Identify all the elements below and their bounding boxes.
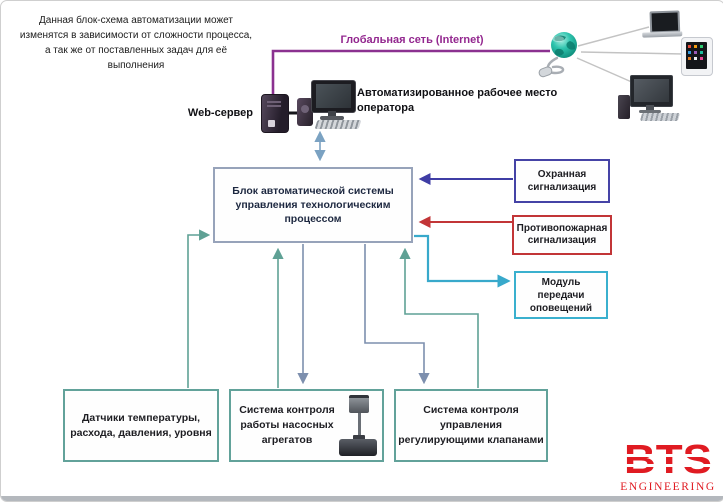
box-label-line: Охранная (537, 169, 587, 180)
tablet-icon (681, 37, 713, 76)
block-label-line: процессом (284, 213, 342, 225)
desktop-stand (646, 105, 654, 111)
security-alarm-box: Охранная сигнализация (514, 159, 610, 203)
monitor-base (320, 116, 344, 120)
disclaimer-note: Данная блок-схема автоматизации может из… (7, 13, 265, 73)
laptop-icon (641, 10, 683, 41)
box-label-line: Противопожарная (516, 222, 608, 234)
sensors-box: Датчики температуры, расхода, давления, … (63, 389, 219, 462)
box-label-line: Система контроля (423, 404, 519, 416)
desktop-keyboard-icon (639, 113, 681, 121)
block-label-line: управления технологическим (235, 199, 391, 211)
workstation-label-line: оператора (357, 102, 415, 114)
web-server-label: Web-сервер (187, 107, 253, 119)
box-label-line: Модуль (541, 276, 581, 288)
fire-alarm-box: Противопожарная сигнализация (512, 215, 612, 255)
box-label-line: Система контроля (239, 404, 335, 416)
box-label-line: регулирующими клапанами (398, 434, 544, 446)
box-label-line: передачи (537, 289, 585, 301)
logo-stripe (622, 464, 714, 467)
internet-label: Глобальная сеть (Internet) (340, 34, 484, 46)
desktop-speaker-icon (618, 95, 630, 119)
workstation-label: Автоматизированное рабочее место операто… (357, 86, 572, 116)
desktop-base (639, 110, 661, 113)
box-label-line: Датчики температуры, (81, 411, 201, 424)
box-label-line: оповещений (529, 302, 593, 314)
box-label-line: управления (439, 419, 503, 431)
box-label-line: расхода, давления, уровня (70, 426, 212, 439)
bts-logo: BTS ENGINEERING (617, 437, 719, 493)
server-slot (267, 101, 281, 103)
box-label-line: сигнализация (527, 235, 597, 246)
box-label-line: сигнализация (527, 182, 597, 193)
notification-module-box: Модуль передачи оповещений (514, 271, 608, 319)
note-line: Данная блок-схема автоматизации может (38, 15, 233, 26)
monitor-stand (328, 111, 336, 117)
note-line: выполнения (107, 60, 165, 71)
pump-control-box: Система контроля работы насосных агрегат… (229, 389, 384, 462)
box-label-line: агрегатов (261, 434, 313, 446)
server-led (268, 120, 275, 127)
logo-stripe (622, 454, 714, 457)
monitor-icon (311, 80, 356, 113)
box-label-line: работы насосных (240, 419, 334, 431)
pump-icon (337, 395, 377, 459)
note-line: а так же от поставленных задач для её (44, 45, 228, 56)
note-line: изменятся в зависимости от сложности про… (19, 30, 253, 41)
logo-text: BTS (624, 437, 712, 483)
block-label-line: Блок автоматической системы (232, 185, 394, 197)
keyboard-icon (314, 120, 362, 129)
speaker-icon (297, 98, 313, 126)
bottom-border-bar (1, 496, 723, 501)
server-tower-icon (261, 94, 289, 133)
logo-subtitle: ENGINEERING (620, 481, 716, 493)
workstation-label-line: Автоматизированное рабочее место (357, 87, 558, 99)
central-control-block: Блок автоматической системы управления т… (213, 167, 413, 243)
valve-control-box: Система контроля управления регулирующим… (394, 389, 548, 462)
desktop-monitor-icon (630, 75, 673, 107)
